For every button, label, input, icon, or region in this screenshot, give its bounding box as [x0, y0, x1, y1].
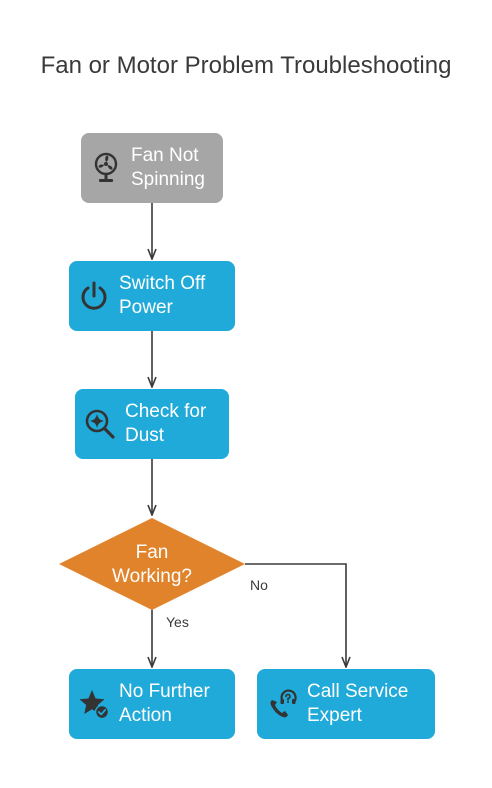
node-label: Check for Dust [125, 401, 207, 446]
page-title: Fan or Motor Problem Troubleshooting [40, 52, 452, 79]
arrow-decision-no [245, 563, 346, 667]
decision-fan-working-label: Fan Working? [112, 542, 192, 587]
node-switch-off-power: Switch Off Power [69, 261, 235, 331]
fan-icon [81, 152, 131, 184]
node-label: No Further Action [119, 681, 210, 726]
node-check-for-dust: Check for Dust [75, 389, 229, 459]
node-fan-not-spinning: Fan Not Spinning [81, 133, 223, 203]
edge-label-no: No [250, 577, 268, 593]
decision-diamond [59, 518, 245, 610]
support-phone-icon [257, 688, 307, 720]
edge-label-yes: Yes [166, 614, 189, 630]
star-check-icon [69, 688, 119, 720]
node-label: Fan Not Spinning [131, 145, 205, 190]
node-no-further-action: No Further Action [69, 669, 235, 739]
node-label: Call Service Expert [307, 681, 409, 726]
node-call-service-expert: Call Service Expert [257, 669, 435, 739]
inspect-icon [75, 408, 125, 440]
node-label: Switch Off Power [119, 273, 206, 318]
power-icon [69, 280, 119, 312]
